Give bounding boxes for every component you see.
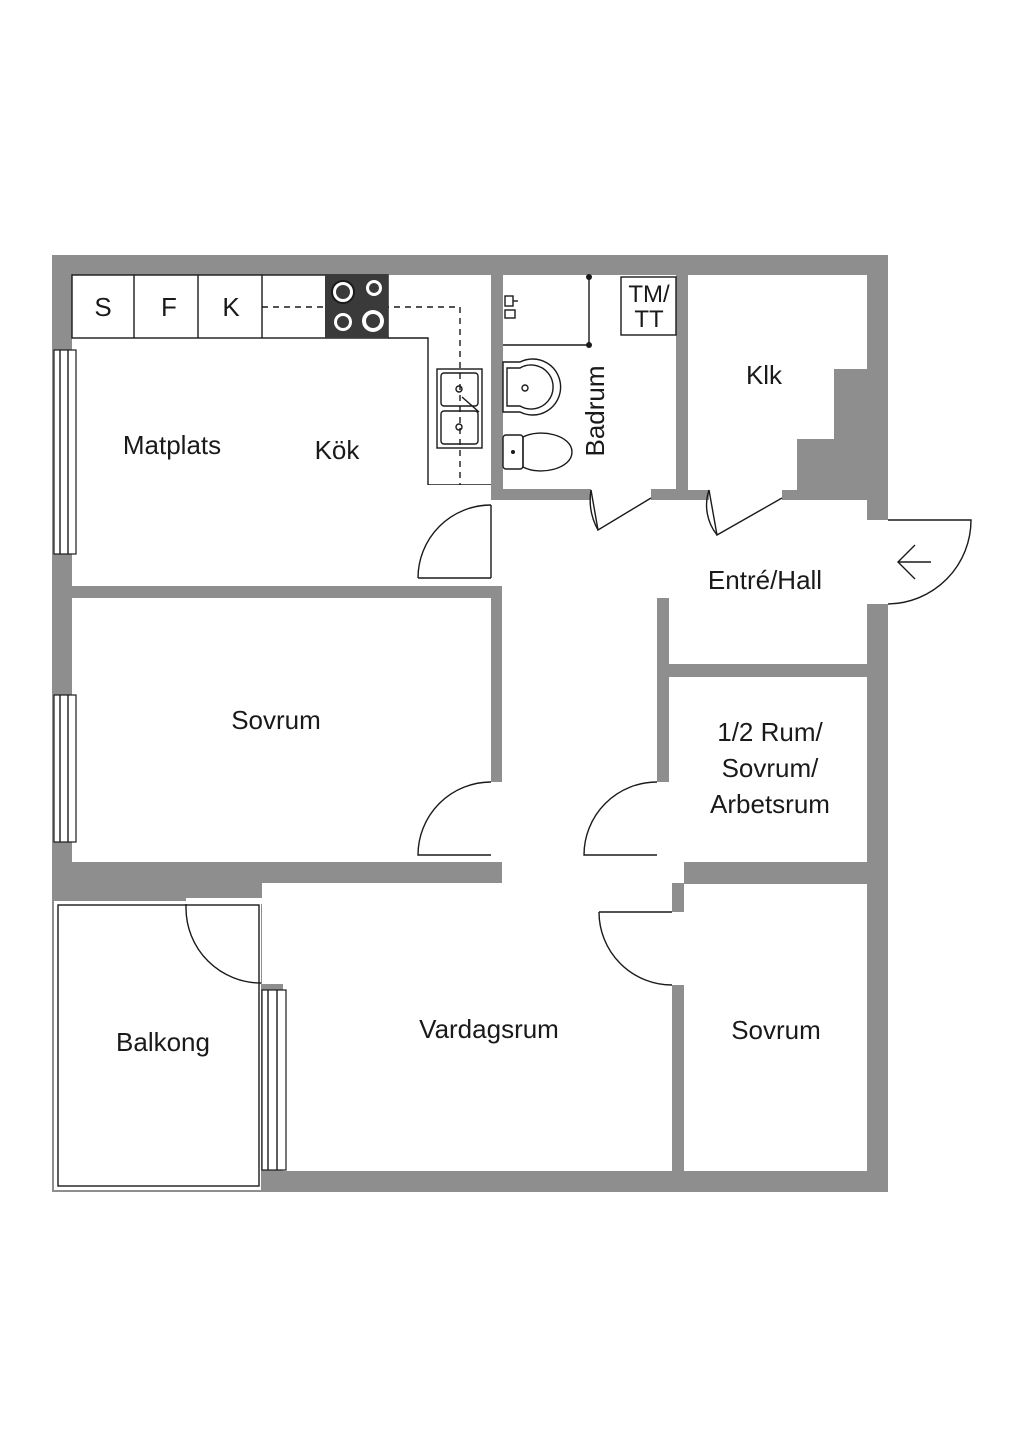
closet-area: [688, 275, 867, 490]
room-label-sovrum-2: Sovrum: [731, 1015, 821, 1045]
balcony-outline: [57, 904, 260, 1187]
appliance-label-tt: TT: [634, 306, 664, 333]
room-label-half-room-3: Arbetsrum: [710, 789, 830, 819]
door-entrance: [887, 519, 972, 605]
shower-head-icon: [504, 295, 518, 319]
window-matplats: [53, 349, 77, 555]
room-label-entre-hall: Entré/Hall: [708, 565, 822, 595]
windows: [53, 349, 287, 1171]
toilet-icon: [502, 432, 573, 472]
washer-dryer-box: [620, 276, 677, 336]
window-bedroom-1: [53, 694, 77, 843]
door-bedroom-1: [417, 781, 492, 856]
room-label-klk: Klk: [746, 360, 783, 390]
hall-area: [262, 500, 867, 1171]
window-vardagsrum: [261, 989, 287, 1171]
appliance-label-f: F: [161, 292, 177, 322]
room-label-vardagsrum: Vardagsrum: [419, 1014, 559, 1044]
room-label-sovrum-1: Sovrum: [231, 705, 321, 735]
bathroom-fixtures: [502, 274, 592, 472]
room-label-half-room-1: 1/2 Rum/: [717, 717, 823, 747]
doors: [185, 489, 972, 986]
entrance-arrow-icon: [897, 544, 931, 580]
appliance-label-tm: TM/: [628, 281, 670, 308]
kitchen-area: [72, 275, 491, 586]
washbasin-icon: [502, 358, 562, 416]
room-label-matplats: Matplats: [123, 430, 221, 460]
room-label-half-room-2: Sovrum/: [722, 753, 820, 783]
wall-openings: [186, 485, 888, 985]
room-label-balkong: Balkong: [116, 1027, 210, 1057]
kitchen-sink-icon: [436, 368, 483, 449]
door-half-room: [583, 781, 658, 856]
room-label-kok: Kök: [315, 435, 361, 465]
half-room-area: [669, 677, 867, 862]
room-label-badrum: Badrum: [580, 365, 610, 456]
door-balcony: [185, 907, 262, 984]
bedroom-1-area: [72, 598, 491, 862]
room-areas: [54, 275, 867, 1190]
bedroom-2-area: [684, 884, 867, 1171]
stove-icon: [325, 275, 388, 338]
door-kitchen: [417, 504, 492, 579]
appliance-label-k: K: [222, 292, 240, 322]
door-bedroom-2: [598, 911, 673, 986]
balcony-area: [54, 901, 261, 1190]
appliance-label-s: S: [94, 292, 111, 322]
